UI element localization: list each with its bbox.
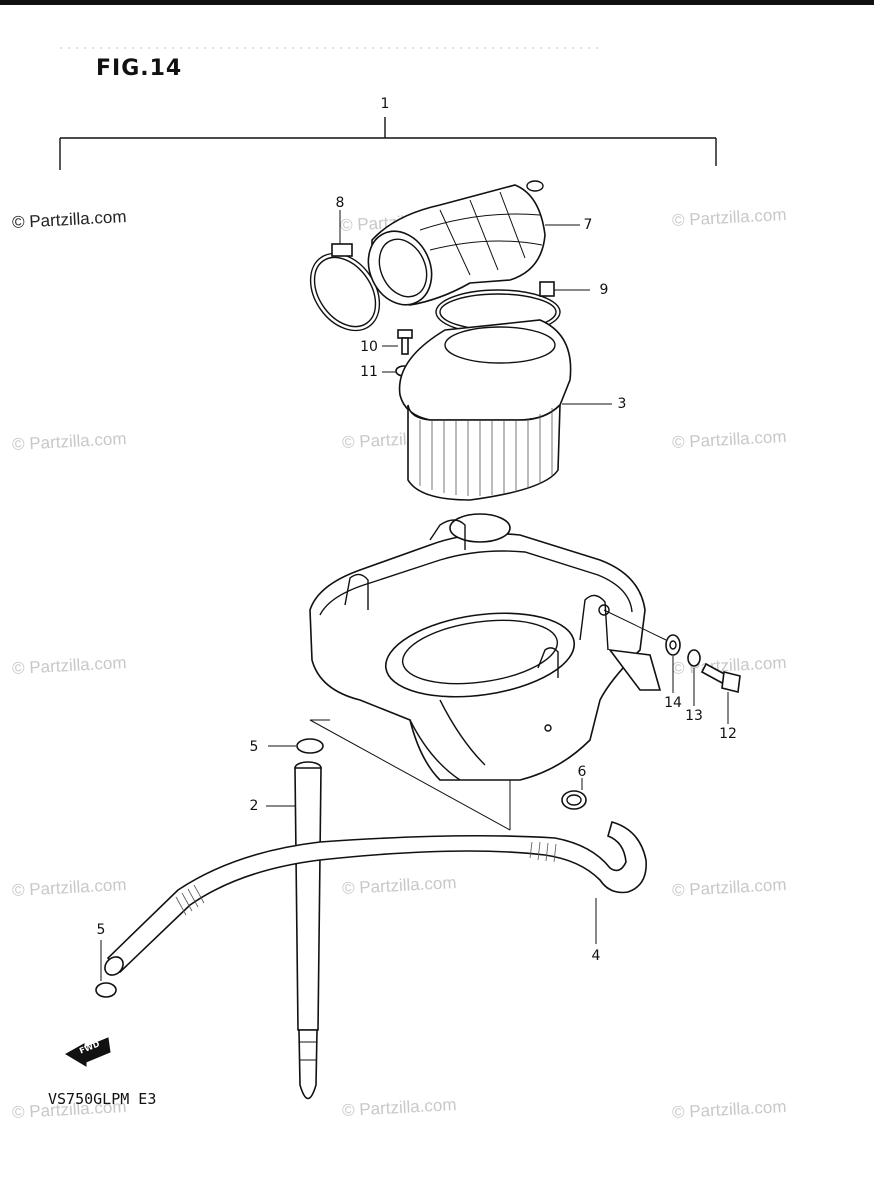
hose-clamp-part-8 [309,210,381,332]
callout-4: 4 [591,948,601,964]
callout-12: 12 [719,726,737,742]
drain-plug-part-2 [266,761,322,1100]
intake-duct-part-7 [367,180,580,306]
hose-clamp-part-6 [561,778,587,810]
callout-2: 2 [249,798,259,814]
assembly-bracket [59,117,717,170]
callout-11: 11 [360,364,378,380]
washer-part-13 [687,649,701,706]
air-cleaner-case [309,513,667,781]
clip-part-5-upper [268,738,324,754]
callout-1: 1 [380,96,390,112]
top-border [0,0,874,5]
washer-part-14 [665,634,681,693]
callout-9: 9 [599,282,609,298]
forward-direction-arrow [65,1037,111,1067]
bolt-part-12 [700,662,741,724]
callout-13: 13 [685,708,703,724]
callout-5-upper: 5 [249,739,259,755]
callout-7: 7 [583,217,593,233]
breather-hose-part-4 [104,821,647,976]
callout-5-lower: 5 [96,922,106,938]
callout-3: 3 [617,396,627,412]
air-filter-element-part-3 [398,319,612,501]
model-code: VS750GLPM E3 [48,1090,157,1108]
figure-title: FIG.14 [96,56,183,81]
callout-10: 10 [360,339,378,355]
callout-6: 6 [577,764,587,780]
callout-14: 14 [664,695,682,711]
guide-lines [309,719,511,831]
callout-8: 8 [335,195,345,211]
clip-part-5-lower [95,940,117,998]
screw-part-10 [382,329,413,355]
